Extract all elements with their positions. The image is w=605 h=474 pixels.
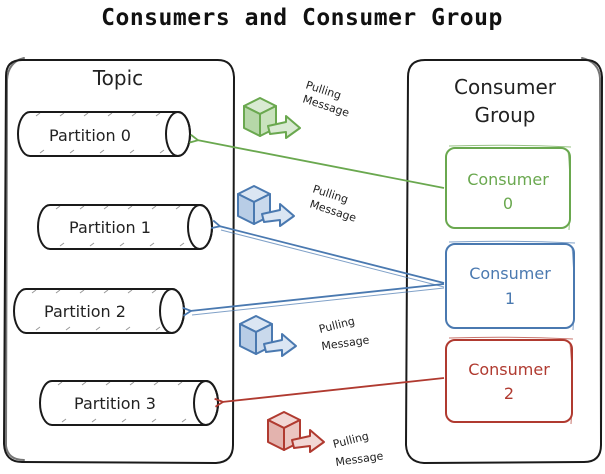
consumer-1-label-line1: Consumer bbox=[469, 264, 551, 283]
partition-3-label: Partition 3 bbox=[74, 394, 156, 413]
consumer-1-label-line2: 1 bbox=[505, 289, 515, 308]
consumer-0-label-line2: 0 bbox=[503, 194, 513, 213]
partition-1: Partition 1 bbox=[37, 204, 213, 250]
pull-3-label-line1: Pulling bbox=[332, 429, 371, 450]
consumer-1: Consumer 1 bbox=[445, 240, 576, 331]
topic-label: Topic bbox=[92, 66, 143, 90]
consumer-group-label-line1: Consumer bbox=[454, 75, 557, 99]
cube-arrow-icon bbox=[237, 185, 295, 227]
partition-2: Partition 2 bbox=[13, 288, 185, 334]
arrow-consumer-1-to-partition-1 bbox=[219, 226, 445, 288]
partition-2-label: Partition 2 bbox=[44, 302, 126, 321]
pull-2-label-line1: Pulling bbox=[318, 314, 357, 335]
partition-1-label: Partition 1 bbox=[69, 218, 151, 237]
cube-arrow-icon bbox=[239, 315, 297, 357]
consumer-2-label-line2: 2 bbox=[504, 384, 514, 403]
arrow-consumer-1-to-partition-2 bbox=[190, 283, 445, 315]
partition-0-label: Partition 0 bbox=[49, 126, 131, 145]
consumer-0: Consumer 0 bbox=[445, 144, 572, 231]
consumer-2: Consumer 2 bbox=[445, 336, 574, 425]
cube-arrow-icon bbox=[243, 97, 301, 139]
arrow-consumer-0-to-partition-0 bbox=[197, 140, 445, 189]
partition-0: Partition 0 bbox=[17, 111, 191, 157]
pull-2-label-line2: Message bbox=[321, 333, 371, 353]
arrow-consumer-2-to-partition-3 bbox=[222, 377, 445, 402]
partition-3: Partition 3 bbox=[39, 380, 219, 426]
consumer-0-label-line1: Consumer bbox=[467, 170, 549, 189]
diagram-title: Consumers and Consumer Group bbox=[101, 5, 503, 31]
pull-3-label-line2: Message bbox=[335, 449, 385, 469]
topic-container: Topic bbox=[3, 57, 235, 464]
cube-arrow-icon bbox=[267, 411, 325, 453]
consumer-2-label-line1: Consumer bbox=[468, 360, 550, 379]
consumer-group-container: Consumer Group bbox=[405, 57, 603, 464]
consumer-group-label-line2: Group bbox=[475, 103, 536, 127]
